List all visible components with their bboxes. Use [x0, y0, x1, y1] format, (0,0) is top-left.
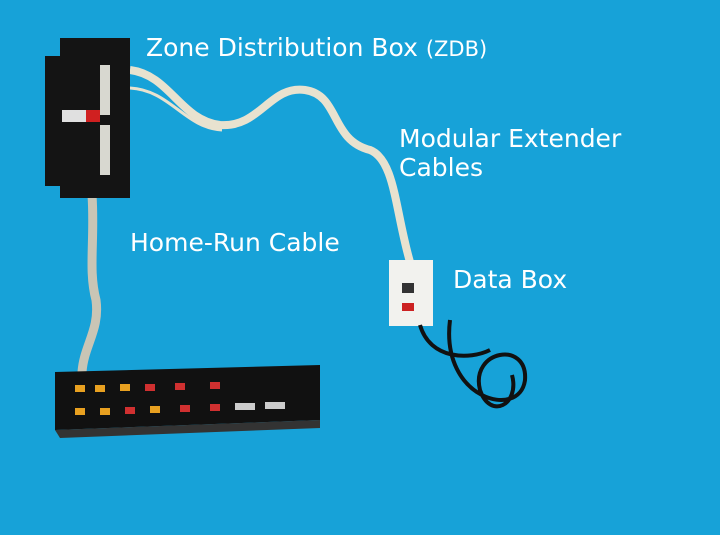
zdb-label: Zone Distribution Box (ZDB) — [146, 33, 487, 64]
extender-label-line1: Modular Extender — [399, 124, 622, 153]
data-box — [389, 260, 433, 326]
data-box-label: Data Box — [453, 265, 568, 294]
home-run-cable — [77, 194, 102, 373]
zdb-label-abbr: (ZDB) — [425, 37, 488, 61]
coiled-cable — [418, 319, 528, 409]
extender-label: Modular Extender Cables — [399, 124, 621, 182]
home-run-label: Home-Run Cable — [130, 228, 340, 257]
modular-extender-cables — [129, 66, 414, 264]
zdb-label-main: Zone Distribution Box — [146, 33, 418, 62]
patch-panel — [55, 365, 320, 438]
zone-distribution-box — [45, 38, 130, 198]
extender-label-line2: Cables — [399, 153, 483, 182]
